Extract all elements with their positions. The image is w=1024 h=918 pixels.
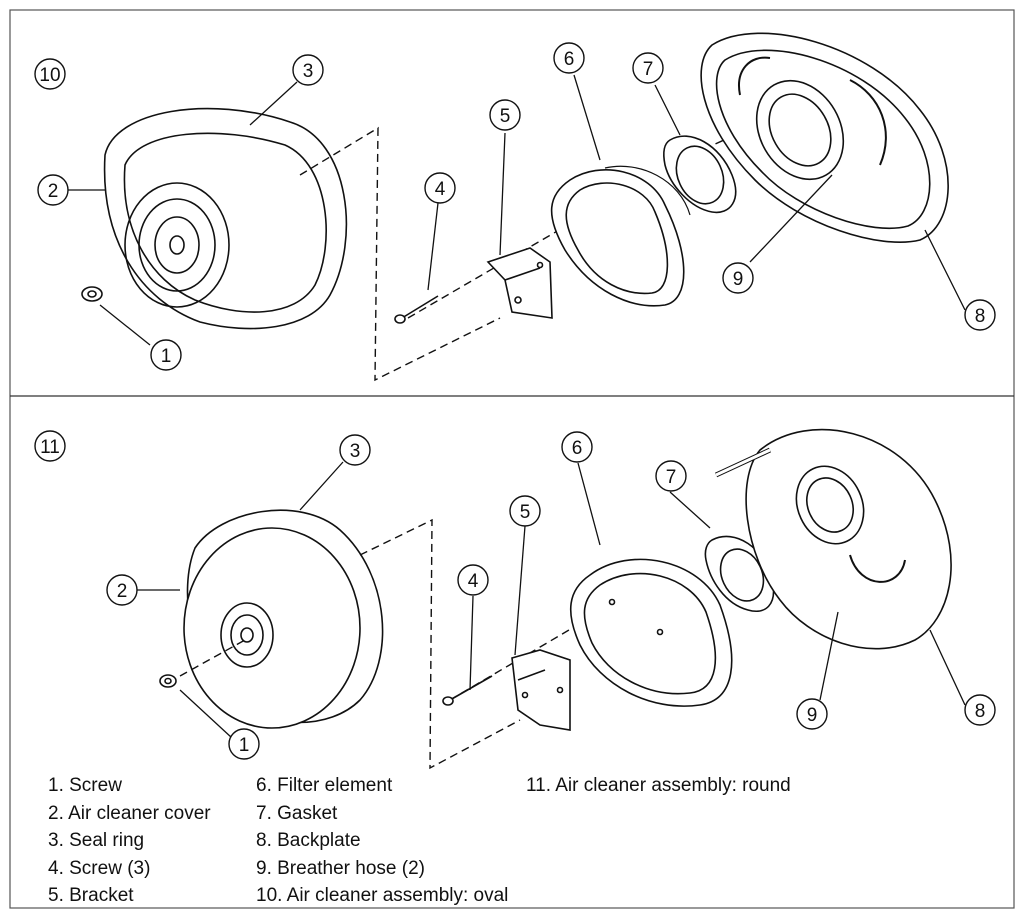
round-bracket [511,649,571,731]
oval-backplate [700,32,949,243]
legend-item: 1. Screw [48,775,122,796]
svg-text:8: 8 [975,306,986,327]
diagram-border [9,9,1015,909]
round-assembly [159,428,952,770]
oval-screw-1 [81,286,103,302]
oval-filter-element [550,165,691,307]
legend-item: 7. Gasket [256,802,338,824]
oval-callout-10: 10 [34,58,66,90]
round-callout-2: 2 [106,574,138,606]
svg-text:10: 10 [39,65,60,86]
oval-callout-5: 5 [489,99,521,131]
svg-text:5: 5 [500,106,511,127]
oval-callout-7: 7 [632,52,664,84]
oval-callout-1: 1 [150,339,182,371]
oval-callout-3: 3 [292,54,324,86]
oval-callout-8: 8 [964,299,996,331]
legend-item: 2. Air cleaner cover [48,802,211,824]
legend-item: 3. Seal ring [48,830,145,851]
round-callout-9: 9 [796,698,828,730]
oval-callout-2: 2 [37,174,69,206]
round-air-cleaner-cover [183,509,384,729]
oval-assembly [81,32,949,382]
legend-item: 5. Bracket [48,885,134,906]
oval-callout-9: 9 [722,262,754,294]
oval-gasket [663,135,737,214]
round-callout-11: 11 [34,430,66,462]
svg-text:4: 4 [468,571,479,592]
oval-callout-leaders [68,74,966,346]
svg-text:4: 4 [435,179,446,200]
svg-text:6: 6 [564,49,575,70]
oval-screw-4 [394,295,439,324]
oval-callout-4: 4 [424,172,456,204]
round-callout-leaders [137,461,966,739]
round-callout-8: 8 [964,694,996,726]
legend-item: 9. Breather hose (2) [256,857,425,879]
legend-item: 10. Air cleaner assembly: oval [256,885,509,906]
oval-callout-6: 6 [553,42,585,74]
oval-air-cleaner-cover [103,107,348,330]
round-backplate [714,428,952,650]
round-filter-element [569,558,733,707]
svg-text:11: 11 [40,437,60,458]
round-callout-4: 4 [457,564,489,596]
svg-text:2: 2 [117,581,128,602]
svg-text:3: 3 [303,61,314,82]
svg-text:1: 1 [239,735,250,756]
legend-item: 4. Screw (3) [48,857,151,879]
legend-item: 6. Filter element [256,775,393,796]
round-screw-1 [159,674,177,688]
oval-bracket [486,247,553,319]
svg-text:5: 5 [520,502,531,523]
svg-text:7: 7 [643,59,654,80]
legend-item: 11. Air cleaner assembly: round [526,775,791,796]
round-screw-4 [442,675,493,706]
svg-text:1: 1 [161,346,172,367]
svg-text:6: 6 [572,438,583,459]
svg-text:8: 8 [975,701,986,722]
round-callout-1: 1 [228,728,260,760]
svg-text:2: 2 [48,181,59,202]
round-callout-7: 7 [655,460,687,492]
svg-text:7: 7 [666,467,677,488]
legend-item: 8. Backplate [256,830,361,851]
svg-text:9: 9 [807,705,818,726]
legend-column-3: 11. Air cleaner assembly: round [526,772,791,800]
round-callout-3: 3 [339,434,371,466]
round-callout-6: 6 [561,431,593,463]
round-callout-5: 5 [509,495,541,527]
svg-text:9: 9 [733,269,744,290]
legend-column-1: 1. Screw 2. Air cleaner cover 3. Seal ri… [48,772,211,910]
legend-column-2: 6. Filter element 7. Gasket 8. Backplate… [256,772,508,910]
svg-text:3: 3 [350,441,361,462]
